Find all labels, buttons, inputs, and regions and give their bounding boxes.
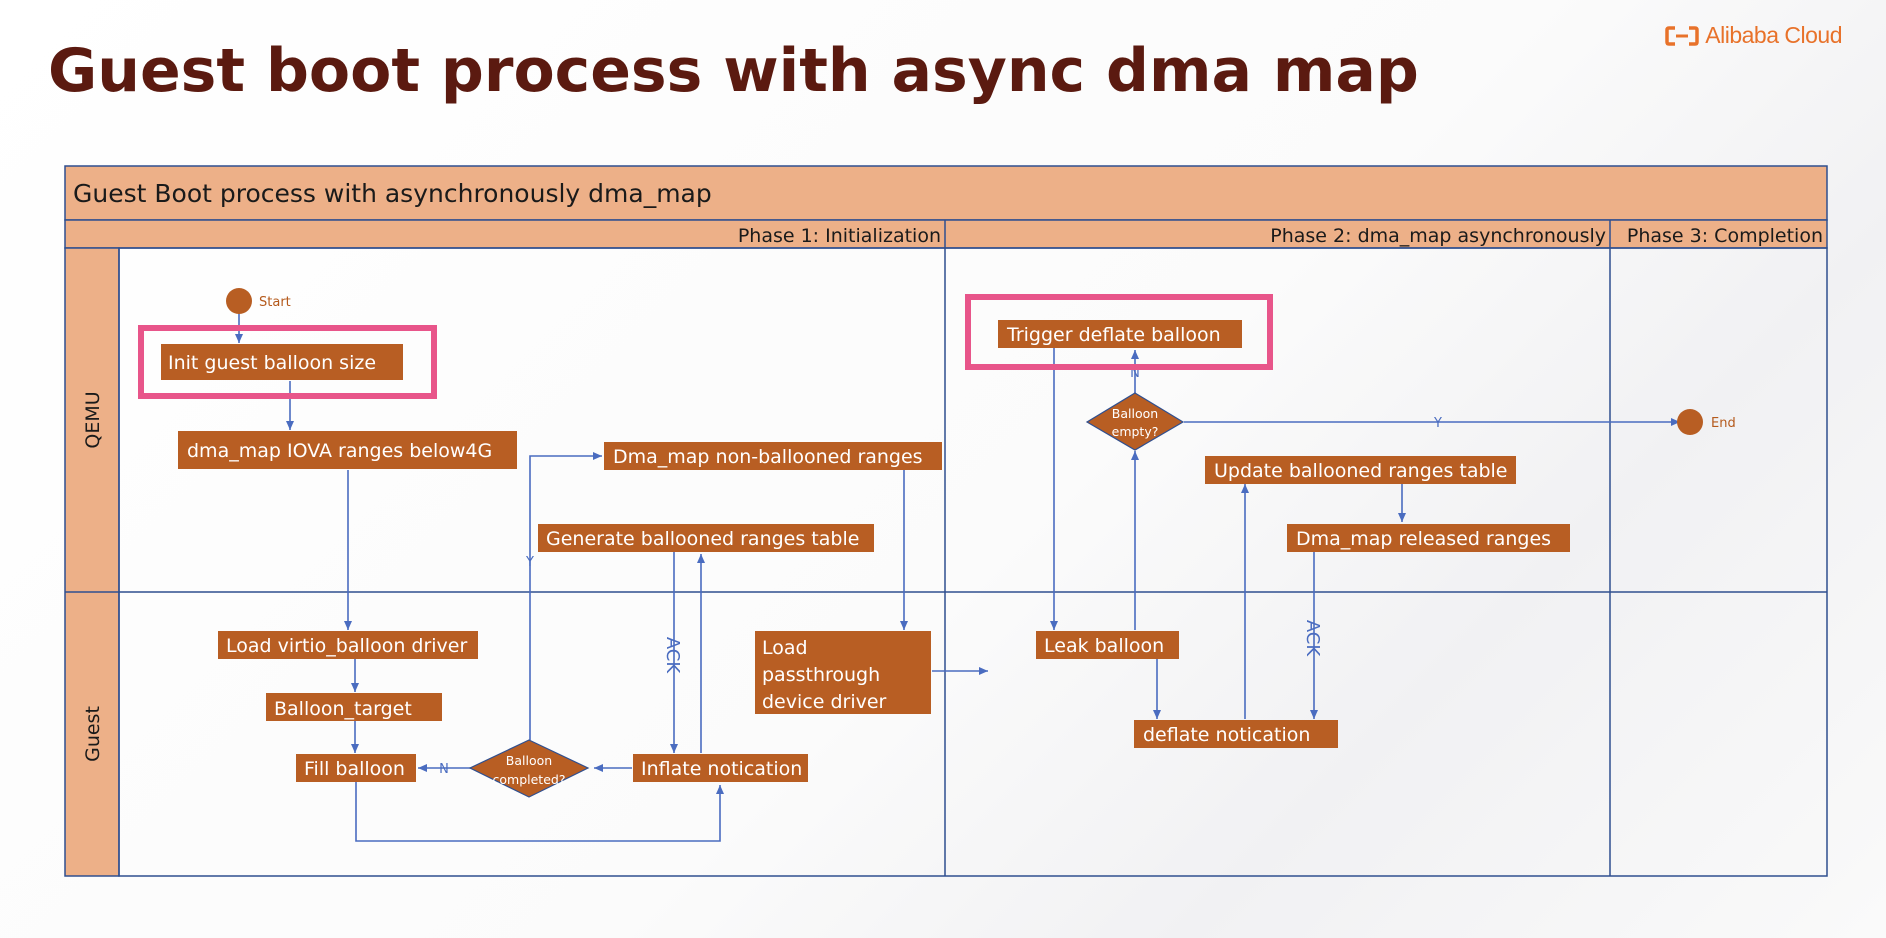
swimlane-frame bbox=[64, 165, 1828, 877]
step-dma-map-released: Dma_map released ranges bbox=[1287, 524, 1570, 552]
edge-label-no-empty: N bbox=[1130, 366, 1140, 381]
decision-balloon-completed: Balloon completed? bbox=[468, 739, 590, 798]
end-node bbox=[1677, 409, 1703, 435]
slide-title: Guest boot process with async dma map bbox=[48, 36, 1419, 106]
step-dma-map-below4g: dma_map IOVA ranges below4G bbox=[178, 431, 517, 469]
svg-text:deflate notication: deflate notication bbox=[1143, 724, 1310, 746]
svg-text:Update ballooned ranges table: Update ballooned ranges table bbox=[1214, 460, 1508, 482]
svg-text:device driver: device driver bbox=[762, 691, 887, 713]
svg-text:Load virtio_balloon driver: Load virtio_balloon driver bbox=[226, 635, 467, 657]
decision-empty-line-1: Balloon bbox=[1112, 406, 1158, 421]
lane-label-guest: Guest bbox=[82, 706, 104, 762]
phase-3-label: Phase 3: Completion bbox=[1627, 225, 1823, 247]
step-update-ballooned-table: Update ballooned ranges table bbox=[1205, 456, 1516, 484]
edge-label-ack-2: ACK bbox=[1302, 620, 1323, 658]
start-node bbox=[226, 288, 252, 314]
svg-text:Inflate notication: Inflate notication bbox=[641, 758, 802, 780]
edge-label-yes-empty: Y bbox=[1433, 416, 1442, 431]
edge-label-no-completed: N bbox=[439, 762, 449, 777]
lane-label-qemu: QEMU bbox=[82, 391, 104, 448]
step-dma-map-non-ballooned: Dma_map non-ballooned ranges bbox=[604, 442, 942, 470]
end-label: End bbox=[1711, 416, 1736, 431]
svg-text:Load: Load bbox=[762, 637, 808, 659]
svg-text:Fill balloon: Fill balloon bbox=[304, 758, 405, 780]
svg-text:dma_map IOVA ranges below4G: dma_map IOVA ranges below4G bbox=[187, 440, 492, 462]
svg-text:Generate ballooned ranges tabl: Generate ballooned ranges table bbox=[546, 528, 859, 550]
step-inflate-notification: Inflate notication bbox=[633, 754, 808, 782]
step-init-guest-balloon-size: Init guest balloon size bbox=[161, 344, 403, 380]
svg-text:Dma_map released ranges: Dma_map released ranges bbox=[1296, 528, 1551, 550]
svg-text:Leak balloon: Leak balloon bbox=[1044, 635, 1164, 657]
decision-balloon-empty: Balloon empty? bbox=[1085, 392, 1185, 451]
edge-label-ack-1: ACK bbox=[662, 637, 683, 675]
highlight-init-balloon bbox=[138, 325, 437, 399]
svg-text:Dma_map non-ballooned ranges: Dma_map non-ballooned ranges bbox=[613, 446, 923, 468]
lanes-body bbox=[118, 247, 1828, 877]
highlight-trigger-deflate bbox=[965, 294, 1273, 370]
logo-text: Alibaba Cloud bbox=[1705, 22, 1842, 48]
edge-fill-loop bbox=[355, 782, 724, 842]
lane-header-column bbox=[64, 247, 120, 877]
decision-completed-line-1: Balloon bbox=[506, 753, 552, 768]
step-balloon-target: Balloon_target bbox=[266, 693, 442, 721]
step-generate-ballooned-table: Generate ballooned ranges table bbox=[538, 524, 874, 552]
phase-2-label: Phase 2: dma_map asynchronously bbox=[1270, 225, 1606, 247]
alibaba-cloud-logo-icon bbox=[1665, 25, 1700, 46]
step-leak-balloon: Leak balloon bbox=[1036, 631, 1179, 659]
decision-completed-line-2: completed? bbox=[493, 772, 566, 787]
alibaba-cloud-logo: Alibaba Cloud bbox=[1665, 22, 1842, 49]
step-trigger-deflate-balloon: Trigger deflate balloon bbox=[998, 320, 1242, 348]
phase-header-bar bbox=[64, 219, 1828, 249]
connectors bbox=[235, 313, 1680, 842]
svg-text:passthrough: passthrough bbox=[762, 664, 880, 686]
diagram-header-title: Guest Boot process with asynchronously d… bbox=[73, 179, 712, 208]
step-deflate-notification: deflate notication bbox=[1134, 720, 1338, 748]
edge-label-yes-completed: Y bbox=[525, 555, 534, 570]
edge-completed-yes-to-nonballooned bbox=[529, 452, 602, 740]
step-load-virtio-balloon: Load virtio_balloon driver bbox=[218, 631, 478, 659]
start-label: Start bbox=[259, 295, 291, 310]
step-fill-balloon: Fill balloon bbox=[296, 754, 416, 782]
svg-text:Balloon_target: Balloon_target bbox=[274, 698, 412, 720]
step-load-passthrough-driver: Load passthrough device driver bbox=[755, 631, 931, 714]
phase-1-label: Phase 1: Initialization bbox=[738, 225, 941, 247]
svg-text:Trigger deflate balloon: Trigger deflate balloon bbox=[1006, 324, 1221, 346]
svg-text:Init guest balloon size: Init guest balloon size bbox=[168, 352, 376, 374]
decision-empty-line-2: empty? bbox=[1112, 424, 1159, 439]
